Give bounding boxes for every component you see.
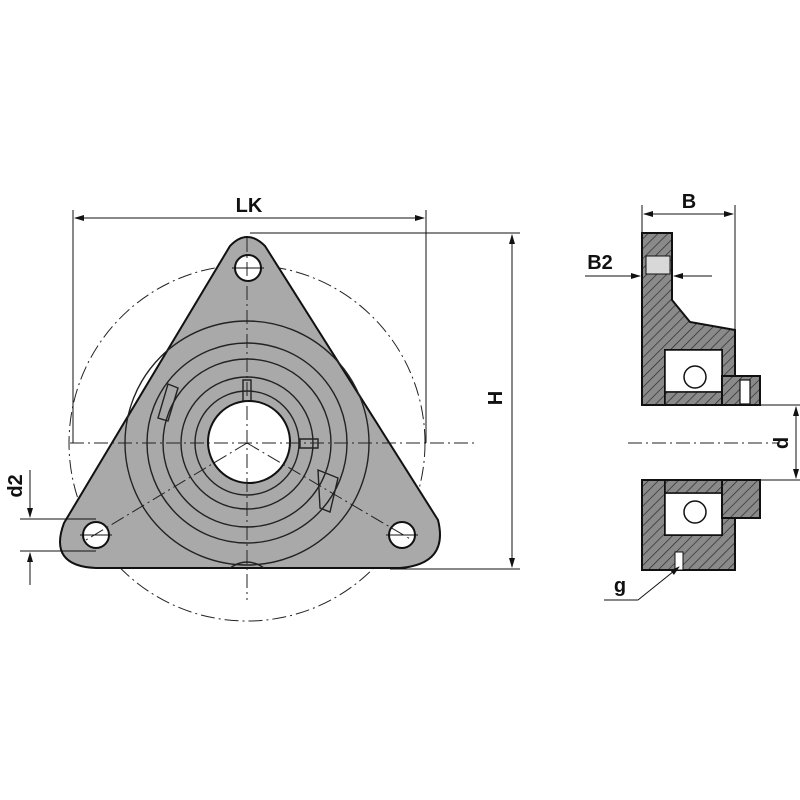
dimension-label-b: B [682, 191, 696, 213]
dimension-b: B [641, 191, 736, 330]
center-line-diag-right [246, 442, 413, 541]
dimension-label-g: g [614, 575, 626, 597]
front-view [59, 236, 478, 622]
dimension-label-d2: d2 [5, 474, 27, 497]
retaining-slot-right [317, 468, 339, 513]
set-screw-mark [299, 438, 319, 449]
ball-bottom [683, 500, 707, 524]
dimension-b2: B2 [585, 252, 712, 279]
dimension-label-h: H [485, 391, 507, 405]
dimension-d: d [760, 404, 800, 481]
ball-top [683, 365, 707, 389]
dimension-d2: d2 [5, 470, 96, 585]
center-line-diag-left [85, 442, 248, 541]
dimension-h: H [250, 232, 520, 570]
collar-bottom [721, 479, 761, 519]
set-screw [739, 379, 751, 405]
side-section-view [628, 232, 780, 571]
shaft-bore [207, 400, 291, 484]
dimension-label-lk: LK [236, 195, 263, 217]
dimension-label-b2: B2 [587, 252, 613, 274]
dimension-label-d: d [771, 437, 793, 449]
mounting-hole-section [645, 255, 671, 275]
retaining-slot-left [157, 383, 179, 422]
dimension-g: g [604, 566, 680, 601]
dimension-lk: LK [72, 195, 427, 443]
